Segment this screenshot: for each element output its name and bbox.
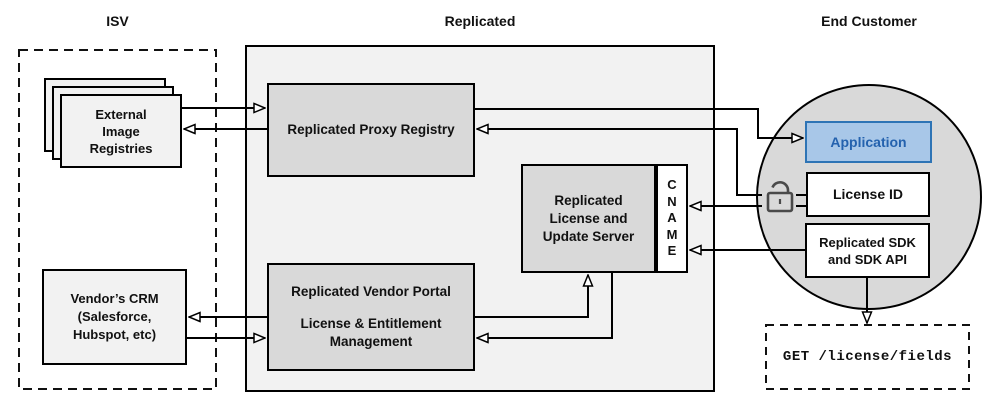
node-vendor-crm: Vendor’s CRM (Salesforce, Hubspot, etc) (42, 269, 187, 365)
node-replicated-proxy-registry: Replicated Proxy Registry (267, 83, 475, 177)
node-license-id: License ID (806, 172, 930, 217)
lock-icon (766, 181, 794, 213)
node-get-license-fields: GET /license/fields (766, 325, 969, 389)
isv-dashed-boundary (18, 49, 217, 390)
node-replicated-vendor-portal: Replicated Vendor Portal License & Entit… (267, 263, 475, 371)
edge-proxy-to-application (475, 108, 803, 138)
application-label: Application (830, 134, 907, 150)
section-label-isv: ISV (106, 13, 129, 29)
cname-label: CNAME (666, 177, 678, 259)
section-label-end-customer: End Customer (821, 13, 917, 29)
edge-license-server-to-portal (477, 273, 613, 338)
get-license-fields-box (765, 324, 970, 390)
license-id-label: License ID (832, 186, 904, 202)
node-cname: CNAME (656, 164, 688, 273)
external-registries-label: External Image Registries (89, 106, 153, 156)
node-application: Application (805, 121, 932, 163)
section-label-replicated: Replicated (444, 13, 516, 29)
replicated-sdk-label: Replicated SDK and SDK API (819, 234, 916, 267)
node-license-update-server: Replicated License and Update Server (521, 164, 656, 273)
edge-licenseid-to-proxy (477, 129, 762, 196)
vendor-portal-subtitle: License & Entitlement Management (300, 316, 442, 349)
node-replicated-sdk: Replicated SDK and SDK API (805, 223, 930, 278)
license-server-label: Replicated License and Update Server (542, 192, 635, 244)
edge-portal-to-license-server (475, 275, 588, 318)
vendor-crm-label: Vendor’s CRM (Salesforce, Hubspot, etc) (70, 291, 159, 342)
get-license-fields-label: GET /license/fields (782, 349, 953, 365)
vendor-portal-title: Replicated Vendor Portal (291, 284, 451, 299)
proxy-registry-label: Replicated Proxy Registry (287, 122, 455, 137)
node-external-image-registries: External Image Registries (60, 94, 182, 168)
